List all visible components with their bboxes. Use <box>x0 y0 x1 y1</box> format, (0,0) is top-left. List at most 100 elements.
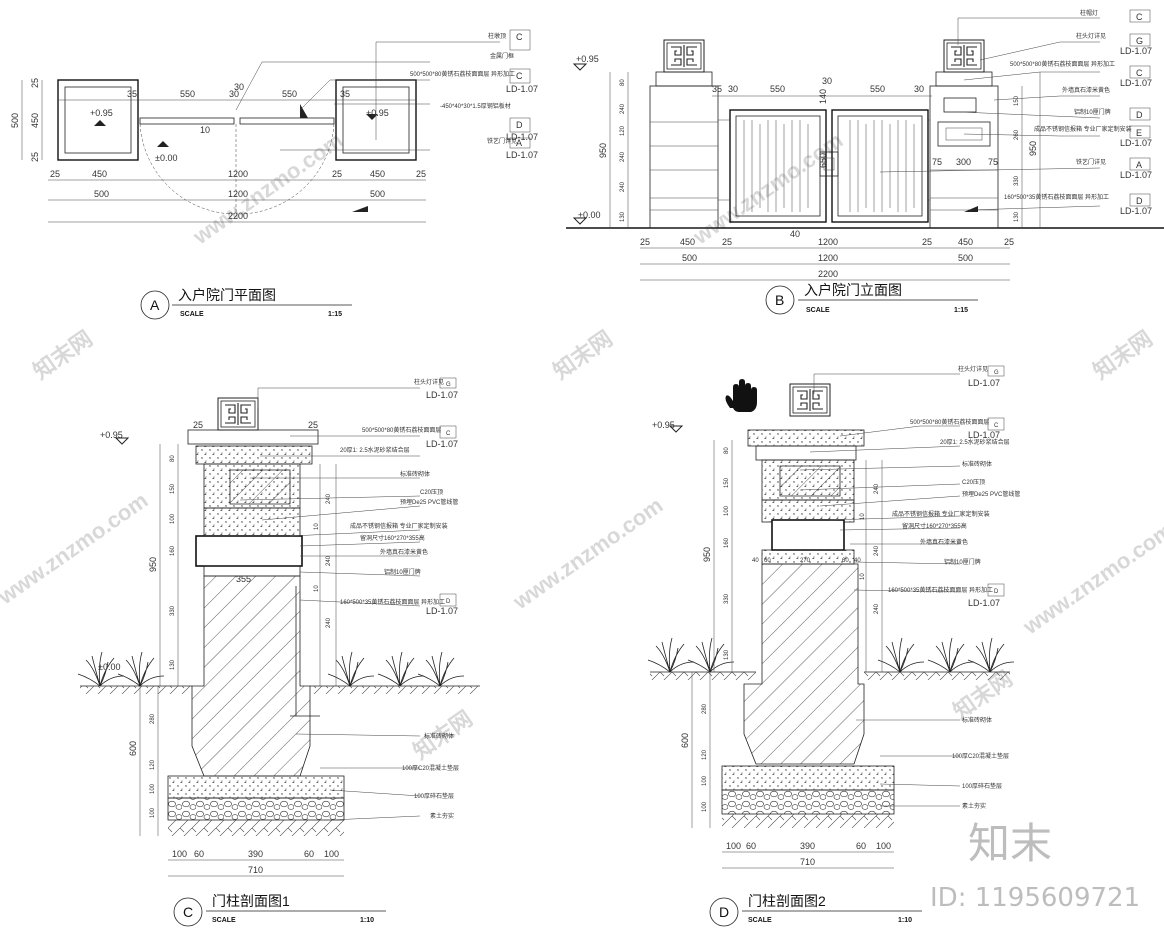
s2-below-total: 600 <box>680 733 690 748</box>
s2-callout-5: 预埋De25 PVC管线管 <box>962 490 1020 498</box>
view-c-circle <box>173 897 203 927</box>
s2-box-3: 60 <box>842 558 849 564</box>
elev-ref-1: LD-1.07 <box>1120 46 1152 56</box>
section2-mailbox-opening <box>771 519 845 551</box>
s2-bottom-3: 60 <box>856 841 866 851</box>
watermark-cn-a: 知末网 <box>29 326 97 384</box>
elev-mid-1: 300 <box>956 157 971 167</box>
plan-dim-left-0: 25 <box>30 78 40 88</box>
s2-below-3: 100 <box>702 801 708 812</box>
view-d-title: 门柱剖面图2 <box>748 893 826 909</box>
s1-below-1: 120 <box>150 759 156 770</box>
view-c-scale-label: SCALE <box>212 917 236 924</box>
s2-bottom-4: 100 <box>876 841 891 851</box>
s2-callout-13: 100厚碎石垫层 <box>962 782 1002 790</box>
elevation-mark-top: +0.95 <box>576 54 599 64</box>
plan-gate-leaf-left <box>139 117 235 125</box>
s2-right-4: 240 <box>874 603 880 614</box>
view-d-circle <box>709 897 739 927</box>
view-a-plan: +0.95 +0.95 10 ±0.00 35 550 30 30 550 35… <box>10 29 538 320</box>
s1-left-2: 100 <box>170 513 176 524</box>
plan-elev-center: ±0.00 <box>155 153 177 163</box>
plan-ref-c: LD-1.07 <box>506 84 538 94</box>
s1-ref-boxes: G LD-1.07 C LD-1.07 D LD-1.07 <box>426 377 458 616</box>
s2-below-0: 280 <box>702 703 708 714</box>
s1-right-1: 10 <box>314 523 320 530</box>
plan-callout-3: -450*40*30*1.5厚钢铝板材 <box>440 102 511 110</box>
elev-r1-5: 450 <box>958 237 973 247</box>
s2-below-2: 100 <box>702 775 708 786</box>
view-a-title: 入户院门平面图 <box>178 287 276 303</box>
elev-mid-2: 75 <box>988 157 998 167</box>
elevation-bottom-gap: 40 <box>790 229 800 239</box>
section2-elev-top: +0.95 <box>652 420 675 430</box>
view-d-scale: 1:10 <box>898 917 912 924</box>
plan-gap-label: 10 <box>200 125 210 135</box>
watermark-site-a: www.znzmo.com <box>188 127 348 249</box>
plan-gate-leaf-right <box>239 117 335 125</box>
s1-left-0: 80 <box>170 455 176 462</box>
view-c-letter: C <box>183 904 193 920</box>
plan-dim-left-2: 25 <box>30 152 40 162</box>
s2-callout-9: 铝制10厘门牌 <box>944 558 981 566</box>
plan-code-0: C <box>516 32 523 42</box>
plan-callout-2: 500*500*80黄锈石荔枝面面层 异形加工 <box>410 70 515 78</box>
s1-bottom-4: 100 <box>324 849 339 859</box>
s1-callout-9: 铝制10厘门牌 <box>384 568 421 576</box>
s1-callout-13: 100厚碎石垫层 <box>414 792 454 800</box>
s2-left-total: 950 <box>702 547 712 562</box>
elevation-ornament-left <box>663 39 705 73</box>
section2-concrete-bed <box>721 765 895 791</box>
view-d-scale-label: SCALE <box>748 917 772 924</box>
s1-bottom-2: 390 <box>248 849 263 859</box>
view-b-circle <box>765 285 795 315</box>
plan-dim-top-3: 30 <box>229 89 239 99</box>
s2-right-2: 240 <box>874 545 880 556</box>
s2-ref-boxes: G LD-1.07 C LD-1.07 D LD-1.07 <box>968 365 1005 608</box>
elev-r1-4: 25 <box>922 237 932 247</box>
elev-r2-1: 1200 <box>818 253 838 263</box>
s1-bottom-0: 100 <box>172 849 187 859</box>
elevation-pillar-right <box>929 85 999 229</box>
elev-callout-2: 500*500*80黄锈石荔枝面面层 异形加工 <box>1010 60 1115 68</box>
elev-right-1: 260 <box>1014 129 1020 140</box>
s1-ref-10: LD-1.07 <box>426 606 458 616</box>
view-a-circle <box>140 290 170 320</box>
section2-ornament <box>789 383 831 417</box>
view-d-section-2: +0.95 80 150 100 160 330 130 950 280 120… <box>647 365 1020 927</box>
s2-left-1: 150 <box>724 477 730 488</box>
elev-r2-0: 500 <box>682 253 697 263</box>
elev-right-3: 130 <box>1014 211 1020 222</box>
elev-callout-0: 柱帽灯 <box>1080 9 1098 17</box>
elev-code-4: D <box>1136 110 1143 120</box>
elevation-door-plate <box>943 97 977 113</box>
watermark-site-e: www.znzmo.com <box>1018 517 1164 639</box>
elev-top-0: 35 <box>712 84 722 94</box>
elev-r2-2: 500 <box>958 253 973 263</box>
section2-column <box>743 563 865 765</box>
s2-right-0: 240 <box>874 483 880 494</box>
s1-code-1: C <box>446 431 451 437</box>
elev-right-2: 330 <box>1014 175 1020 186</box>
plan-dim-total: 2200 <box>228 211 248 221</box>
s1-callout-5: 预埋De25 PVC管线管 <box>400 498 458 506</box>
s2-callout-7: 留洞尺寸160*270*355高 <box>902 522 967 530</box>
plan-dim-r2-0: 500 <box>94 189 109 199</box>
elev-left-5: 130 <box>620 211 626 222</box>
elev-code-1: G <box>1136 36 1143 46</box>
s1-left-total: 950 <box>148 557 158 572</box>
plan-dim-left-total: 500 <box>10 113 20 128</box>
s1-callout-1: 500*500*80黄锈石荔枝面面层 <box>362 426 441 434</box>
s2-right-1: 10 <box>860 513 866 520</box>
s1-left-5: 130 <box>170 659 176 670</box>
elevation-gate <box>718 109 930 223</box>
plan-dim-r1-4: 450 <box>370 169 385 179</box>
plan-dim-top-2: 30 <box>234 82 244 92</box>
plan-ref-boxes: C C LD-1.07 D LD-1.07 A LD-1.07 <box>506 29 538 160</box>
elev-r1-0: 25 <box>640 237 650 247</box>
s2-code-0: G <box>994 370 999 376</box>
elev-left-4: 240 <box>620 181 626 192</box>
s2-right-3: 10 <box>860 573 866 580</box>
plan-ref-a: LD-1.07 <box>506 150 538 160</box>
